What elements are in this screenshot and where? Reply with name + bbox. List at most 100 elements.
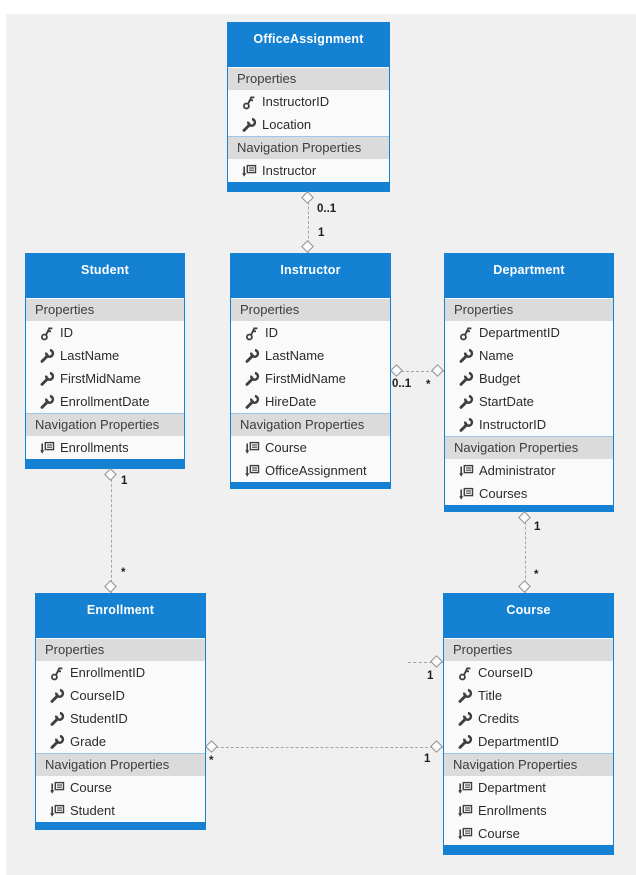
key-icon [241,94,257,110]
properties-section-header: Properties [228,67,389,90]
entity-title[interactable]: Enrollment [36,594,205,638]
navigation-property-row[interactable]: Enrollments [444,799,613,822]
wrench-icon [458,371,474,387]
entity-title[interactable]: Department [445,254,613,298]
key-icon [49,665,65,681]
multiplicity-label: * [534,569,539,581]
navigation-property-icon [458,463,474,479]
key-icon [457,665,473,681]
navigation-property-row[interactable]: OfficeAssignment [231,459,390,482]
property-name: Location [262,117,312,132]
multiplicity-label: * [121,567,126,579]
navigation-property-icon [457,780,473,796]
navigation-section-header: Navigation Properties [36,753,205,776]
entity-student[interactable]: Student Properties ID LastName FirstMidN… [25,253,185,469]
entity-title[interactable]: Student [26,254,184,298]
entity-enrollment[interactable]: Enrollment Properties EnrollmentID Cours… [35,593,206,830]
entity-officeassignment[interactable]: OfficeAssignment Properties InstructorID… [227,22,390,192]
property-name: CourseID [70,688,125,703]
entity-title[interactable]: OfficeAssignment [228,23,389,67]
key-icon [458,325,474,341]
properties-section-header: Properties [26,298,184,321]
association-department-course[interactable] [525,512,526,593]
navigation-property-row[interactable]: Department [444,776,613,799]
property-row[interactable]: EnrollmentID [36,661,205,684]
property-name: ID [60,325,73,340]
property-row[interactable]: FirstMidName [231,367,390,390]
property-row[interactable]: FirstMidName [26,367,184,390]
entity-instructor[interactable]: Instructor Properties ID LastName FirstM… [230,253,391,489]
wrench-icon [458,394,474,410]
association-instructor-department[interactable] [391,371,444,372]
navigation-property-row[interactable]: Enrollments [26,436,184,459]
multiplicity-label: * [426,379,431,391]
property-row[interactable]: LastName [26,344,184,367]
navigation-property-icon [244,440,260,456]
navigation-section-header: Navigation Properties [228,136,389,159]
navigation-property-row[interactable]: Student [36,799,205,822]
property-row[interactable]: CourseID [444,661,613,684]
navigation-property-row[interactable]: Instructor [228,159,389,182]
multiplicity-label: * [209,755,214,767]
navigation-property-row[interactable]: Administrator [445,459,613,482]
property-row[interactable]: StartDate [445,390,613,413]
property-name: DepartmentID [478,734,559,749]
navigation-property-row[interactable]: Courses [445,482,613,505]
entity-department[interactable]: Department Properties DepartmentID Name … [444,253,614,512]
property-row[interactable]: CourseID [36,684,205,707]
key-icon [39,325,55,341]
navigation-property-icon [244,463,260,479]
association-enrollment-course[interactable] [206,747,443,748]
entity-title[interactable]: Course [444,594,613,638]
property-row[interactable]: ID [231,321,390,344]
property-row[interactable]: DepartmentID [445,321,613,344]
property-row[interactable]: HireDate [231,390,390,413]
navigation-property-row[interactable]: Course [36,776,205,799]
multiplicity-label: 1 [424,753,431,765]
association-officeassignment-instructor[interactable] [308,192,309,253]
association-student-enrollment[interactable] [111,469,112,593]
entity-footer-bar [228,182,389,191]
navigation-property-icon [39,440,55,456]
property-name: DepartmentID [479,325,560,340]
navigation-property-name: Enrollments [60,440,129,455]
property-row[interactable]: Credits [444,707,613,730]
entity-title[interactable]: Instructor [231,254,390,298]
wrench-icon [49,734,65,750]
properties-section-header: Properties [445,298,613,321]
property-name: EnrollmentID [70,665,146,680]
property-name: Credits [478,711,520,726]
property-row[interactable]: StudentID [36,707,205,730]
property-row[interactable]: InstructorID [445,413,613,436]
navigation-property-icon [458,486,474,502]
property-name: CourseID [478,665,533,680]
property-row[interactable]: Title [444,684,613,707]
navigation-property-name: Course [265,440,307,455]
entity-footer-bar [26,459,184,468]
wrench-icon [457,711,473,727]
wrench-icon [39,371,55,387]
navigation-section-header: Navigation Properties [26,413,184,436]
property-row[interactable]: Budget [445,367,613,390]
multiplicity-label: 1 [318,227,325,239]
property-row[interactable]: Grade [36,730,205,753]
entity-course[interactable]: Course Properties CourseID Title Credits… [443,593,614,855]
navigation-property-name: Student [70,803,115,818]
navigation-property-row[interactable]: Course [231,436,390,459]
property-name: FirstMidName [60,371,141,386]
navigation-property-row[interactable]: Course [444,822,613,845]
multiplicity-label: 1 [121,475,128,487]
property-row[interactable]: ID [26,321,184,344]
property-row[interactable]: DepartmentID [444,730,613,753]
property-row[interactable]: Location [228,113,389,136]
wrench-icon [457,688,473,704]
property-row[interactable]: InstructorID [228,90,389,113]
navigation-property-name: Enrollments [478,803,547,818]
navigation-property-icon [457,826,473,842]
property-row[interactable]: EnrollmentDate [26,390,184,413]
association-course-stub[interactable] [408,662,443,663]
property-row[interactable]: LastName [231,344,390,367]
navigation-property-icon [457,803,473,819]
property-row[interactable]: Name [445,344,613,367]
properties-section-header: Properties [231,298,390,321]
